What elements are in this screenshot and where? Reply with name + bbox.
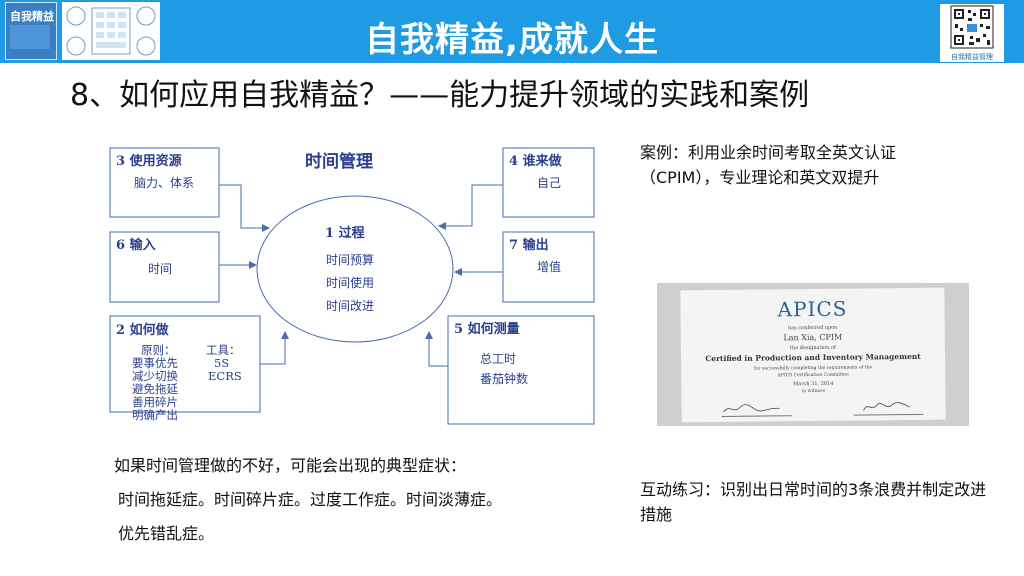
principle-item: 明确产出 [132, 408, 178, 422]
symptoms-list: 时间拖延症。时间碎片症。过度工作症。时间淡薄症。 [118, 490, 503, 509]
case-description: 案例：利用业余时间考取全英文认证 （CPIM），专业理论和英文双提升 [640, 140, 980, 190]
slide-heading: 8、如何应用自我精益？——能力提升领域的实践和案例 [70, 78, 810, 113]
case-line: （CPIM），专业理论和英文双提升 [640, 168, 880, 187]
principle-item: 善用碎片 [132, 395, 178, 409]
time-management-diagram-graphic: 时间管理 1 过程 时间预算 时间使用 时间改进 3 使用资源 脑力、体系 6 … [109, 147, 595, 425]
certificate-logo: APICS [777, 296, 848, 322]
certificate-name: Lan Xia, CPIM [783, 332, 843, 343]
arrow-how-to-do [260, 331, 289, 365]
banner-title: 自我精益,成就人生 [365, 20, 659, 60]
box-measurement [447, 315, 595, 425]
signature-line [853, 413, 924, 416]
tools-label: 工具： [206, 343, 241, 357]
input-body: 时间 [148, 262, 172, 276]
input-title: 6 输入 [116, 237, 156, 253]
box-output [502, 231, 595, 303]
process-item-use: 时间使用 [326, 275, 374, 290]
how-to-do-title: 2 如何做 [116, 322, 169, 338]
book-title: 自我精益 [10, 10, 54, 23]
book-cover-thumbnail: 自我精益 [5, 2, 57, 60]
time-management-diagram: 时间管理 1 过程 时间预算 时间使用 时间改进 3 使用资源 脑力、体系 6 … [96, 140, 612, 432]
qr-code-label: 自我精益管理 [951, 53, 993, 61]
box-input [109, 231, 220, 303]
measurement-item: 总工时 [480, 352, 516, 366]
signature-right-icon [863, 402, 910, 411]
interactive-exercise: 互动练习：识别出日常时间的3条浪费并制定改进措施 [640, 480, 987, 524]
framework-diagram-icon [66, 6, 156, 56]
process-title: 1 过程 [325, 225, 365, 241]
header-banner: 自我精益 自我精益,成就人生 自我精益管理 [0, 0, 1024, 63]
principles-label: 原则： [141, 343, 176, 357]
process-item-improve: 时间改进 [326, 299, 374, 313]
process-ellipse [256, 195, 454, 343]
resources-body: 脑力、体系 [134, 176, 194, 190]
who-body: 自己 [537, 176, 561, 190]
symptoms-intro: 如果时间管理做的不好，可能会出现的典型症状： [114, 456, 467, 475]
qr-code: 自我精益管理 [940, 4, 1004, 62]
output-title: 7 输出 [509, 237, 549, 253]
measurement-title: 5 如何测量 [454, 321, 520, 337]
signature-left-icon [723, 404, 780, 413]
process-item-budget: 时间预算 [326, 252, 374, 267]
resources-title: 3 使用资源 [116, 153, 182, 169]
book-cover-art [10, 25, 50, 49]
framework-diagram-thumbnail [62, 2, 160, 60]
diagram-title: 时间管理 [305, 151, 373, 172]
qr-code-icon [950, 5, 994, 49]
certificate-designation: Certified in Production and Inventory Ma… [705, 351, 921, 364]
principle-item: 减少切换 [132, 369, 178, 383]
arrow-who [438, 184, 503, 230]
principle-item: 避免拖延 [132, 382, 178, 396]
principle-item: 要事优先 [132, 356, 178, 370]
certificate: APICS has conferred upon Lan Xia, CPIM t… [680, 287, 946, 423]
certificate-text: APICS Certification Committee [777, 372, 849, 379]
tool-item: ECRS [208, 369, 242, 383]
symptoms-list: 优先错乱症。 [118, 524, 215, 543]
certificate-photo: APICS has conferred upon Lan Xia, CPIM t… [657, 283, 969, 426]
tool-item: 5S [214, 356, 229, 370]
arrow-measurement [425, 331, 448, 367]
signature-line [721, 415, 792, 417]
measurement-item: 番茄钟数 [480, 371, 528, 386]
output-body: 增值 [537, 259, 561, 274]
arrow-resources [219, 184, 270, 232]
who-title: 4 谁来做 [509, 153, 562, 169]
case-line: 案例：利用业余时间考取全英文认证 [640, 143, 897, 162]
box-who [502, 147, 595, 218]
box-resources [109, 147, 220, 218]
certificate-text: in witness [801, 388, 825, 395]
